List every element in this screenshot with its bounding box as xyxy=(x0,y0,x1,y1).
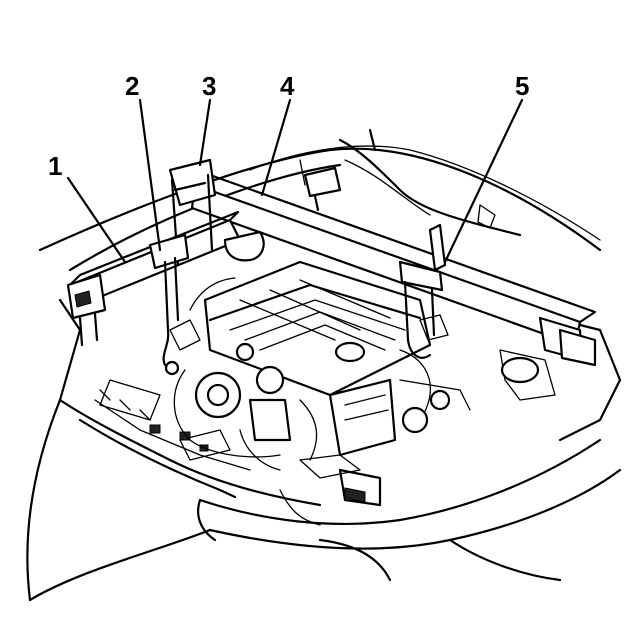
callout-3: 3 xyxy=(202,71,216,101)
leader-lines xyxy=(66,98,524,264)
callout-2: 2 xyxy=(125,71,139,101)
leader-line-1 xyxy=(66,176,127,264)
leader-line-3 xyxy=(198,98,212,167)
callout-4: 4 xyxy=(280,71,295,101)
callout-1: 1 xyxy=(48,151,62,181)
front-end-body xyxy=(26,298,622,602)
leader-line-4 xyxy=(260,98,292,197)
engine-assembly xyxy=(169,260,471,479)
support-bracket-5 xyxy=(398,260,444,292)
hood-and-cowl xyxy=(38,128,602,272)
support-post-3 xyxy=(168,158,217,207)
engine-support-fixture xyxy=(66,158,597,376)
leader-line-5 xyxy=(443,98,524,264)
leader-line-2 xyxy=(138,98,162,252)
callout-5: 5 xyxy=(515,71,529,101)
